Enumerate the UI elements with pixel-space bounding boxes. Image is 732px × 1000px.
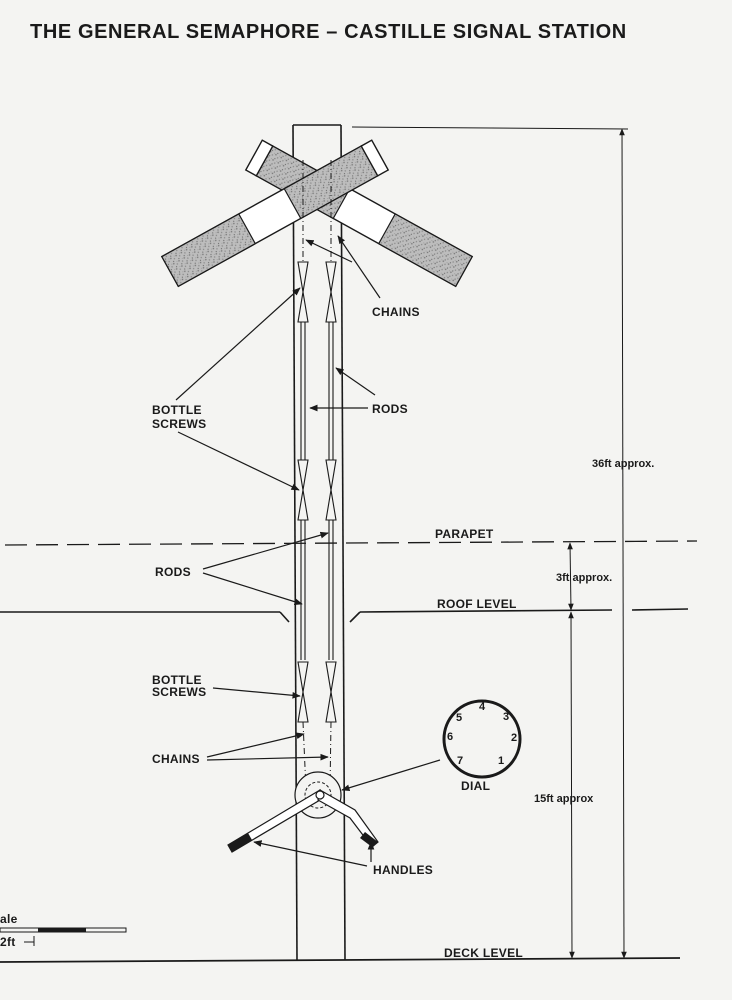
semaphore-arm-left xyxy=(160,139,390,288)
parapet-line xyxy=(4,540,698,546)
leader-arrows xyxy=(175,235,441,867)
dial-number-2: 2 xyxy=(511,732,517,744)
dial: 1 2 3 4 5 6 7 xyxy=(442,699,522,779)
label-chains-top: CHAINS xyxy=(372,305,420,319)
dial-number-6: 6 xyxy=(447,731,453,743)
dial-number-7: 7 xyxy=(457,755,463,767)
label-chains-low: CHAINS xyxy=(152,752,200,766)
label-deck-level: DECK LEVEL xyxy=(444,946,523,960)
label-parapet: PARAPET xyxy=(435,527,494,541)
dim-parapet-height: 3ft approx. xyxy=(556,572,612,584)
label-bottle-low: BOTTLE xyxy=(152,673,202,687)
scale-bar: ale 2ft xyxy=(0,912,127,949)
label-screws-top: SCREWS xyxy=(152,417,206,431)
label-rods-mid: RODS xyxy=(155,565,191,579)
rods-and-bottle-screws xyxy=(297,261,337,723)
label-screws-low: SCREWS xyxy=(152,685,206,699)
dial-number-1: 1 xyxy=(498,755,504,767)
dial-number-3: 3 xyxy=(503,711,509,723)
label-handles: HANDLES xyxy=(373,863,433,877)
label-bottle-top: BOTTLE xyxy=(152,403,202,417)
label-dial: DIAL xyxy=(461,779,490,793)
chains-upper xyxy=(302,160,332,262)
dial-number-4: 4 xyxy=(479,701,486,713)
scale-value: 2ft xyxy=(0,935,16,949)
dimension-lines xyxy=(351,126,629,959)
dim-total-height: 36ft approx. xyxy=(592,458,654,470)
deck-line xyxy=(0,957,681,963)
label-roof-level: ROOF LEVEL xyxy=(437,597,517,611)
dim-deck-to-roof: 15ft approx xyxy=(534,793,594,805)
label-rods-top: RODS xyxy=(372,402,408,416)
scale-label: ale xyxy=(0,912,18,926)
dial-number-5: 5 xyxy=(456,712,462,724)
page-title: THE GENERAL SEMAPHORE – CASTILLE SIGNAL … xyxy=(30,21,627,43)
